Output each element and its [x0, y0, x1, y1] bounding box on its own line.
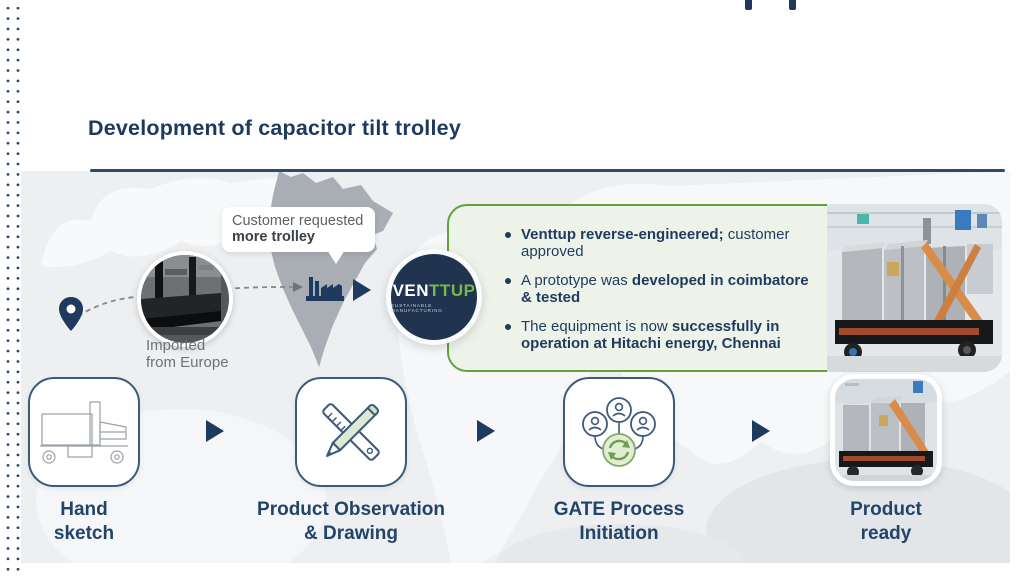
highlights-list: Venttup reverse-engineered; customer app… [505, 226, 823, 365]
venttup-logo: VENTTUP SUSTAINABLE MANUFACTURING [386, 249, 482, 345]
customer-request-bubble: Customer requested more trolley [222, 207, 375, 252]
bullet-dot [505, 232, 511, 238]
right-arrow-icon [353, 279, 371, 301]
title-underline [90, 169, 1005, 172]
right-arrow-icon [752, 420, 770, 442]
trolley-photo-illustration [141, 255, 221, 335]
imported-from-europe-label: Imported from Europe [146, 337, 229, 372]
factory-photo-illustration [827, 204, 1002, 372]
right-arrow-icon [206, 420, 224, 442]
product-ready-photo [830, 374, 942, 486]
india-map-shape [269, 171, 393, 367]
team-sync-icon [582, 397, 656, 467]
bubble-text-line1: Customer requested [232, 213, 364, 229]
page-title: Development of capacitor tilt trolley [88, 116, 461, 140]
bubble-text-line2: more trolley [232, 229, 315, 245]
right-arrow-icon [477, 420, 495, 442]
location-pin-icon [59, 297, 83, 331]
highlight-item: Venttup reverse-engineered; customer app… [505, 226, 823, 260]
dotted-border-pattern [0, 0, 21, 576]
step-label-product-observation: Product Observation& Drawing [257, 499, 445, 545]
hand-sketch-drawing [40, 401, 128, 464]
bubble-tail [327, 250, 345, 264]
highlight-item: A prototype was developed in coimbatore … [505, 272, 823, 306]
pencil-ruler-icon [322, 403, 380, 461]
bullet-dot [505, 324, 511, 330]
step-box-gate-process [563, 377, 675, 487]
step-box-hand-sketch [28, 377, 140, 487]
bullet-dot [505, 278, 511, 284]
prototype-factory-photo [827, 204, 1002, 372]
venttup-tagline: SUSTAINABLE MANUFACTURING [391, 302, 443, 313]
cropped-logo-mark [745, 0, 752, 10]
venttup-wordmark: VENTTUP [392, 280, 476, 300]
imported-trolley-photo [137, 251, 233, 347]
product-photo-illustration [835, 379, 937, 481]
cropped-logo-mark [789, 0, 796, 10]
step-box-product-observation [295, 377, 407, 487]
factory-icon [306, 277, 344, 301]
highlight-item: The equipment is now successfully in ope… [505, 318, 823, 352]
